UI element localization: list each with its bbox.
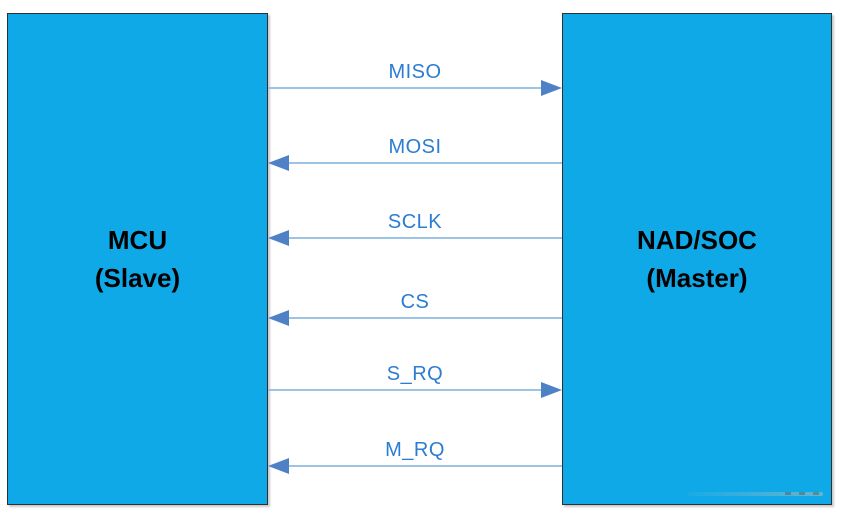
signal-label: SCLK — [387, 211, 443, 233]
node-mcu: MCU (Slave) — [7, 13, 268, 505]
signal-label: M_RQ — [385, 439, 445, 461]
signal-label: MISO — [388, 61, 442, 83]
arrow-left-icon — [268, 458, 289, 474]
arrow-line — [286, 237, 562, 239]
arrow-right-icon — [541, 80, 562, 96]
node-nad-soc: NAD/SOC (Master) — [562, 13, 832, 505]
arrow-left-icon — [268, 230, 289, 246]
node-mcu-subtitle: (Slave) — [94, 263, 181, 293]
arrow-right-icon — [541, 382, 562, 398]
node-mcu-title: MCU — [107, 225, 168, 255]
arrow-line — [268, 87, 544, 89]
node-nad-soc-subtitle: (Master) — [646, 263, 748, 293]
arrow-line — [286, 162, 562, 164]
signal-label: CS — [400, 291, 430, 313]
watermark-smudge — [688, 492, 823, 496]
arrow-left-icon — [268, 155, 289, 171]
arrow-line — [286, 465, 562, 467]
node-nad-soc-title: NAD/SOC — [637, 225, 757, 255]
arrow-left-icon — [268, 310, 289, 326]
arrow-line — [268, 389, 544, 391]
signal-label: MOSI — [388, 136, 442, 158]
watermark-dots — [785, 492, 825, 495]
signal-label: S_RQ — [386, 363, 444, 385]
arrow-line — [286, 317, 562, 319]
